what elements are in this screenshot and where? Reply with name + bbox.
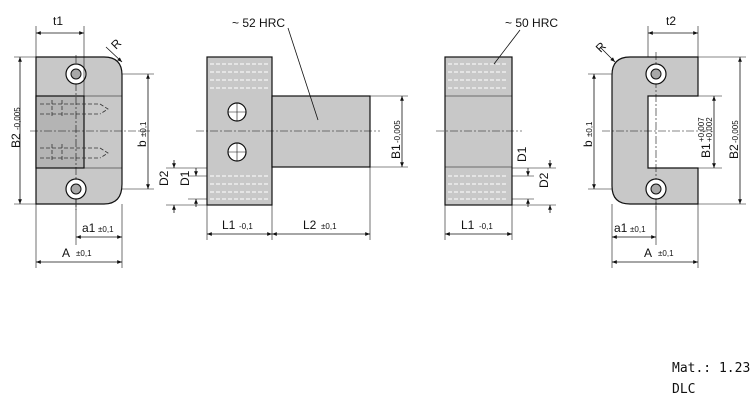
d2-label-male: D2	[157, 170, 171, 186]
svg-text:-0,1: -0,1	[239, 222, 253, 231]
material-note: Mat.: 1.2343 DLC	[672, 361, 750, 397]
b-label: b	[135, 140, 149, 147]
coating-label: DLC	[672, 382, 695, 397]
svg-text:+0,007: +0,007	[697, 117, 706, 142]
svg-text:±0,1: ±0,1	[585, 121, 594, 137]
svg-text:±0,1: ±0,1	[321, 222, 337, 231]
d1-label-male: D1	[178, 170, 192, 186]
svg-text:-0,005: -0,005	[393, 120, 402, 143]
svg-text:±0,1: ±0,1	[658, 249, 674, 258]
svg-text:+0,002: +0,002	[705, 117, 714, 142]
r-label: R	[108, 36, 124, 52]
l1-label-female: L1	[461, 218, 475, 232]
l1-label-male: L1	[222, 218, 236, 232]
b1-label: B1	[389, 144, 403, 159]
svg-text:±0,1: ±0,1	[98, 225, 114, 234]
hardness-label-50: ~ 50 HRC	[505, 16, 558, 30]
t2-label: t2	[666, 14, 676, 28]
svg-text:±0,1: ±0,1	[630, 225, 646, 234]
svg-text:-0,005: -0,005	[13, 107, 22, 130]
front-right-view: t2 R b ±0,1 B1 +0,007 +0,002 B2 -0,005	[581, 14, 746, 268]
a1-label: a1	[82, 221, 96, 235]
a1-label-right: a1	[614, 221, 628, 235]
side-male-view: ~ 52 HRC B1 -0,005 D2 D1 L1 -0,1 L2 ±0,1	[157, 16, 408, 240]
svg-text:-0,1: -0,1	[479, 222, 493, 231]
r-label-right: R	[593, 39, 609, 55]
b2-label: B2	[9, 133, 23, 148]
svg-text:±0,1: ±0,1	[139, 121, 148, 137]
d1-label-female: D1	[515, 146, 529, 162]
male-pin	[271, 95, 371, 168]
svg-text:±0,1: ±0,1	[76, 249, 92, 258]
d2-label-female: D2	[537, 172, 551, 188]
side-female-view: ~ 50 HRC D1 D2 L1 -0,1	[436, 16, 558, 240]
front-right-body	[611, 56, 699, 205]
material-label: Mat.: 1.2343	[672, 361, 750, 376]
front-left-pocket	[35, 95, 85, 169]
l2-label: L2	[303, 218, 317, 232]
front-left-view: t1 R B2 -0,005 b ±0,1 a1 ±0,1 A ±0,1	[9, 14, 154, 268]
a-label: A	[62, 246, 70, 260]
hardness-label-52: ~ 52 HRC	[232, 16, 285, 30]
b-label-right: b	[581, 140, 595, 147]
t1-label: t1	[53, 14, 63, 28]
a-label-right: A	[644, 246, 652, 260]
svg-text:-0,005: -0,005	[731, 120, 740, 143]
b1-label-right: B1	[699, 143, 713, 158]
b2-label-right: B2	[727, 144, 741, 159]
